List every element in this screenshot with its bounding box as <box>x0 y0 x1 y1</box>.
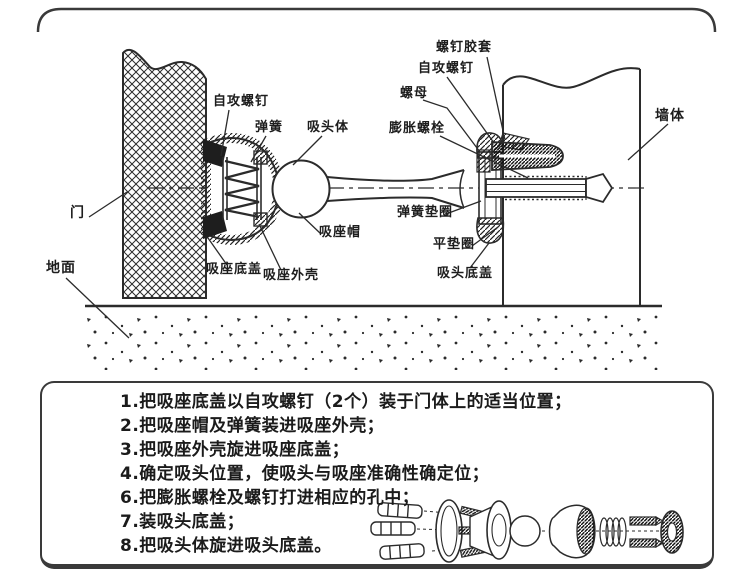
leader-lines <box>65 56 669 339</box>
label-door: 门 <box>70 205 85 221</box>
label-spring-washer: 弹簧垫圈 <box>397 205 454 220</box>
seat-mount-screw-top <box>203 139 227 167</box>
label-self-tapping-screw-left: 自攻螺钉 <box>213 94 270 109</box>
suction-seat-assembly <box>201 133 285 245</box>
label-flat-washer: 平垫圈 <box>433 237 476 252</box>
instruction-line-7: 7.装吸头底盖； <box>120 512 245 532</box>
instructions-list: 1.把吸座底盖以自攻螺钉（2个）装于门体上的适当位置； 2.把吸座帽及弹簧装进吸… <box>120 390 680 558</box>
label-suction-seat-cap: 吸座帽 <box>319 225 362 240</box>
label-suction-head-bottom-cover: 吸头底盖 <box>437 266 494 281</box>
seat-mount-screw-bottom <box>203 211 227 239</box>
exploded-view <box>370 499 684 563</box>
label-screw-rubber-sleeve: 螺钉胶套 <box>436 40 493 55</box>
label-spring: 弹簧 <box>255 120 284 135</box>
door-section <box>122 48 207 299</box>
seat-cap-section-bottom <box>253 212 268 227</box>
ground-speckles <box>85 313 660 370</box>
exploded-ball <box>509 515 541 547</box>
instruction-line-3: 3.把吸座外壳旋进吸座底盖； <box>120 440 350 460</box>
label-suction-head-body: 吸头体 <box>307 120 350 135</box>
nut-section <box>476 149 491 173</box>
instruction-line-2: 2.把吸座帽及弹簧装进吸座外壳； <box>120 416 385 436</box>
expansion-bolt-section <box>485 172 614 204</box>
top-panel-border <box>36 7 717 33</box>
label-nut: 螺母 <box>400 86 429 101</box>
label-suction-seat-shell: 吸座外壳 <box>263 268 320 283</box>
label-suction-seat-bottom-cover: 吸座底盖 <box>206 262 263 277</box>
label-expansion-bolt: 膨胀螺栓 <box>389 121 446 136</box>
instructions-panel <box>40 381 714 569</box>
instruction-line-1: 1.把吸座底盖以自攻螺钉（2个）装于门体上的适当位置； <box>120 392 572 412</box>
exploded-spring <box>599 517 627 547</box>
instruction-line-6: 6.把膨胀螺栓及螺钉打进相应的孔中； <box>120 488 420 508</box>
label-ground: 地面 <box>46 260 76 276</box>
suction-head <box>271 159 465 219</box>
instruction-line-4: 4.确定吸头位置，使吸头与吸座准确性确定位； <box>120 464 490 484</box>
label-wall: 墙体 <box>655 108 685 124</box>
instruction-line-8: 8.把吸头体旋进吸头底盖。 <box>120 536 332 556</box>
spring-coil <box>224 159 260 219</box>
wall-screw-section <box>491 132 564 171</box>
exploded-rear-screws <box>629 515 665 549</box>
wall-plugs <box>370 502 425 560</box>
label-self-tapping-screw-right: 自攻螺钉 <box>418 61 475 76</box>
